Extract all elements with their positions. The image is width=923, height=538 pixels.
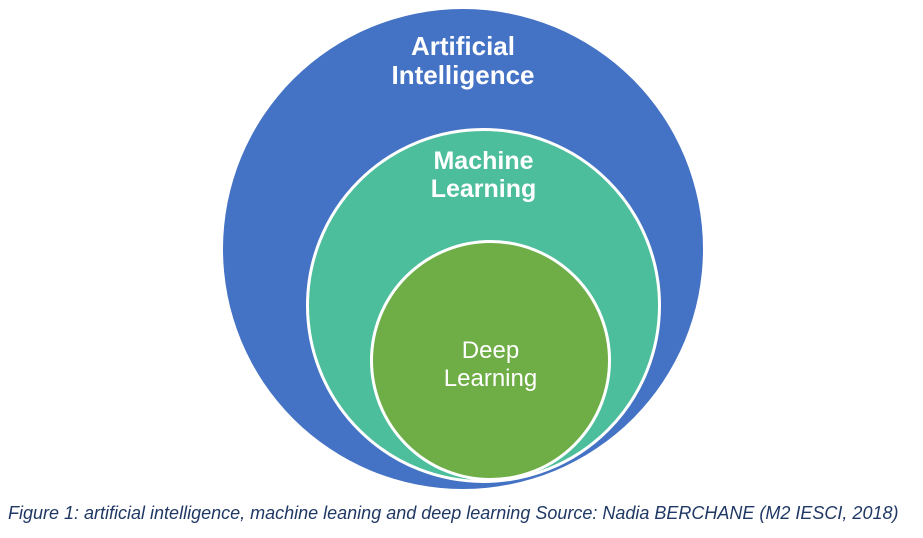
machine-learning-label: Machine Learning — [430, 147, 537, 204]
figure-caption: Figure 1: artificial intelligence, machi… — [8, 503, 899, 523]
artificial-intelligence-label: Artificial Intelligence — [391, 31, 535, 91]
deep-learning-circle: Deep Learning — [370, 240, 611, 481]
deep-learning-label: Deep Learning — [443, 337, 538, 393]
